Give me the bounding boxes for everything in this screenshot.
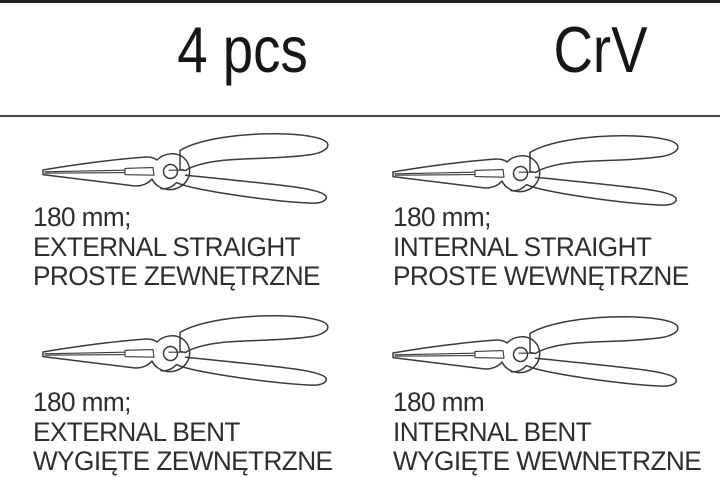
quantity-label: 4 pcs (177, 13, 308, 86)
circlip-pliers-illustration (383, 313, 683, 393)
circlip-pliers-illustration (33, 130, 333, 210)
top-border-line (0, 0, 720, 3)
product-type-polish: WYGIĘTE WEWNETRZNE (393, 446, 702, 476)
circlip-pliers-illustration (33, 312, 333, 392)
product-type-polish: PROSTE WEWNĘTRZNE (393, 261, 689, 291)
product-caption: 180 mm INTERNAL BENT WYGIĘTE WEWNETRZNE (393, 387, 713, 477)
circlip-pliers-illustration (383, 132, 683, 212)
product-type-english: INTERNAL STRAIGHT (393, 231, 652, 262)
product-caption: 180 mm; EXTERNAL STRAIGHT PROSTE ZEWNĘTR… (33, 202, 353, 292)
product-size: 180 mm (393, 387, 485, 417)
product-type-english: EXTERNAL STRAIGHT (33, 231, 301, 262)
product-type-polish: PROSTE ZEWNĘTRZNE (33, 261, 321, 291)
product-caption: 180 mm; EXTERNAL BENT WYGIĘTE ZEWNĘTRZNE (33, 387, 353, 477)
product-type-polish: WYGIĘTE ZEWNĘTRZNE (33, 446, 333, 476)
product-caption: 180 mm; INTERNAL STRAIGHT PROSTE WEWNĘTR… (393, 202, 713, 292)
product-type-english: INTERNAL BENT (393, 416, 592, 447)
product-size: 180 mm; (33, 202, 131, 232)
product-size: 180 mm; (33, 387, 131, 417)
material-label: CrV (553, 13, 648, 86)
header-divider (0, 115, 720, 117)
product-size: 180 mm; (393, 202, 491, 232)
product-type-english: EXTERNAL BENT (33, 416, 240, 447)
